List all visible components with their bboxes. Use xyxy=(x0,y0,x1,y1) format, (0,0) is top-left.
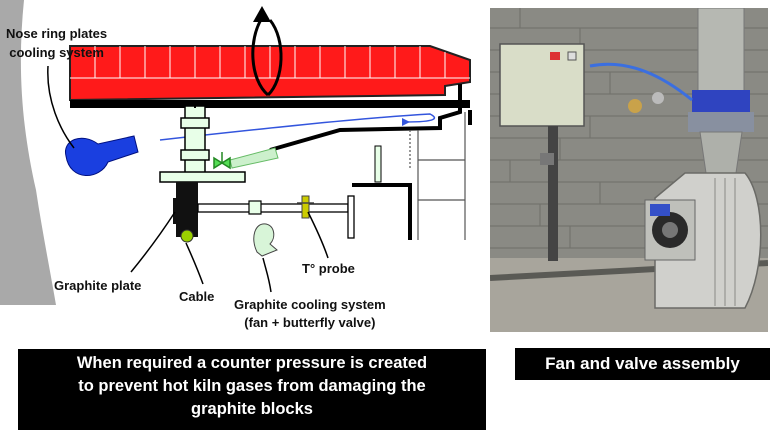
label-graphite-cooling: Graphite cooling system (fan + butterfly… xyxy=(234,297,386,330)
grey-wedge xyxy=(0,0,56,305)
label-t-probe: T° probe xyxy=(302,261,355,276)
label-graphite-plate: Graphite plate xyxy=(54,278,142,293)
photo-caption: Fan and valve assembly xyxy=(515,348,770,380)
right-structure xyxy=(409,112,466,240)
kiln-housing xyxy=(269,84,472,152)
nose-ring-plates xyxy=(69,45,471,108)
inlet-valve-icon xyxy=(213,152,231,170)
vertical-duct xyxy=(697,8,745,99)
airflow-arrow-icon xyxy=(402,118,410,126)
leader-lines xyxy=(47,65,329,293)
pipe-valve xyxy=(248,200,262,215)
support-frame xyxy=(159,105,246,183)
t-probe-sensor xyxy=(301,195,310,219)
kiln-diagram xyxy=(0,0,472,305)
fan-valve-photo xyxy=(490,8,768,332)
graphite-cooling-fan-icon xyxy=(253,223,278,257)
graphite-block xyxy=(176,182,198,237)
cooling-pipe xyxy=(197,195,355,239)
main-caption: When required a counter pressure is crea… xyxy=(18,349,486,430)
probe-fitting xyxy=(374,145,382,183)
airflow-line xyxy=(159,113,436,141)
nose-ring-fan-icon xyxy=(65,135,139,176)
label-nose-ring: Nose ring plates cooling system xyxy=(6,26,108,60)
label-cable: Cable xyxy=(179,289,215,304)
cable-connector xyxy=(180,229,194,243)
right-bracket xyxy=(352,183,412,240)
green-inlet xyxy=(229,147,279,169)
rotation-arrow-icon xyxy=(251,6,283,97)
